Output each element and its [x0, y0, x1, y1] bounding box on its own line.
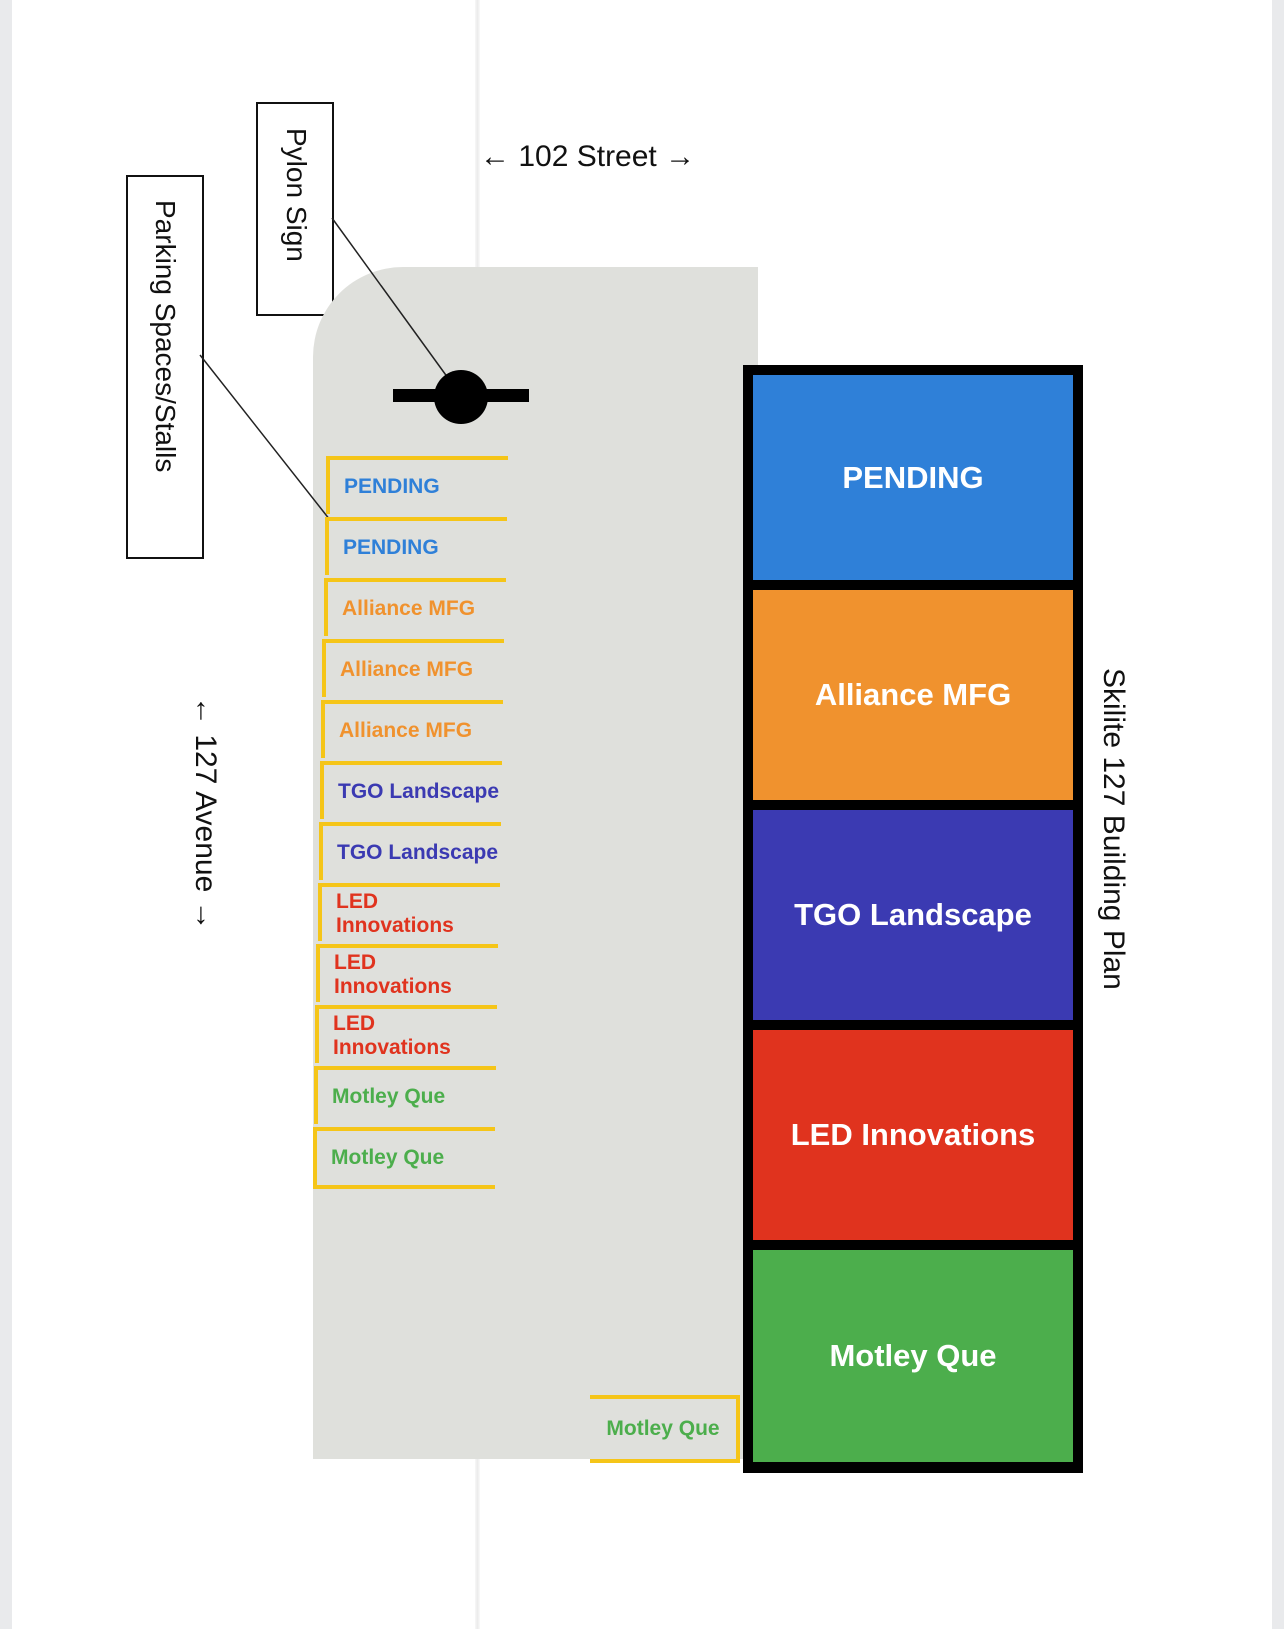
unit-motley-que: Motley Que: [753, 1250, 1073, 1462]
stall-label: PENDING: [344, 475, 440, 498]
stall-label: TGO Landscape: [338, 780, 500, 803]
parking-lot: [313, 267, 758, 1459]
stall-label: Motley Que: [331, 1146, 445, 1169]
stall-label: Alliance MFG: [339, 719, 473, 742]
parking-stall: Motley Que: [313, 1127, 495, 1189]
pylon-sign-icon: [434, 370, 488, 424]
parking-stall: TGO Landscape: [319, 822, 501, 880]
stall-label: TGO Landscape: [337, 841, 499, 864]
unit-label: Motley Que: [829, 1338, 997, 1373]
unit-label: PENDING: [842, 459, 984, 495]
parking-stall: Alliance MFG: [324, 578, 506, 636]
unit-pending: PENDING: [753, 375, 1073, 580]
unit-alliance-mfg: Alliance MFG: [753, 590, 1073, 800]
unit-tgo-landscape: TGO Landscape: [753, 810, 1073, 1020]
parking-stall: Alliance MFG: [321, 700, 503, 758]
unit-label: Alliance MFG: [814, 677, 1012, 712]
stall-label: Alliance MFG: [342, 597, 476, 620]
stall-label: LED Innovations: [334, 951, 452, 998]
parking-stall: LED Innovations: [315, 1005, 497, 1063]
pylon-sign-callout: [256, 102, 334, 316]
parking-stall: Motley Que: [314, 1066, 496, 1124]
pylon-leader-line: [331, 217, 449, 379]
parking-callout: [126, 175, 204, 559]
unit-label: TGO Landscape: [794, 897, 1032, 932]
rear-stall-label: Motley Que: [606, 1417, 720, 1440]
parking-stall: PENDING: [325, 517, 507, 575]
stall-label: Alliance MFG: [340, 658, 474, 681]
street-label: ← 102 Street →: [480, 140, 696, 173]
parking-stall: LED Innovations: [316, 944, 498, 1002]
stall-label: LED Innovations: [333, 1012, 451, 1059]
parking-stall: PENDING: [326, 456, 508, 514]
parking-leader-line: [199, 354, 331, 521]
parking-stall: Alliance MFG: [322, 639, 504, 697]
unit-label: LED Innovations: [790, 1117, 1036, 1152]
unit-led-innovations: LED Innovations: [753, 1030, 1073, 1240]
stall-label: LED Innovations: [336, 890, 454, 937]
parking-stall: LED Innovations: [318, 883, 500, 941]
stall-label: PENDING: [343, 536, 439, 559]
rear-stall: Motley Que: [590, 1395, 740, 1463]
stall-label: Motley Que: [332, 1085, 446, 1108]
parking-stall: TGO Landscape: [320, 761, 502, 819]
